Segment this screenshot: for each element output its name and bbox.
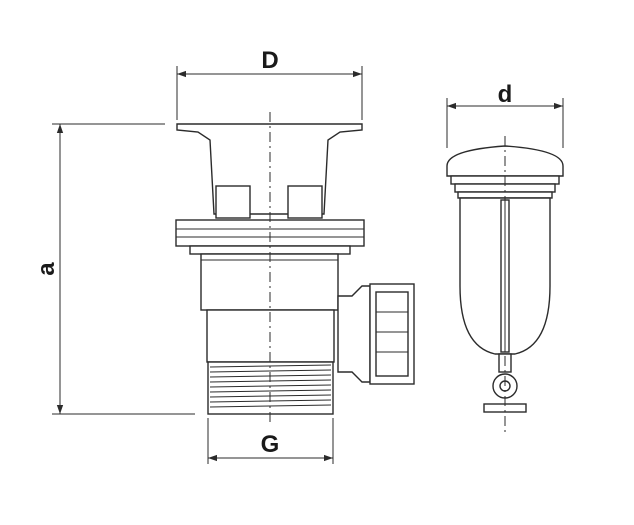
dimension-a: a (33, 123, 195, 415)
dimension-label-D: D (261, 47, 278, 74)
dimension-label-d: d (498, 81, 513, 108)
dimension-label-a: a (33, 262, 60, 276)
waste-assembly-side-view (175, 112, 415, 424)
dimension-G: G (207, 418, 334, 464)
dimension-label-G: G (261, 431, 280, 458)
dimension-d: d (446, 81, 564, 148)
dimension-D: D (176, 47, 363, 120)
stopper-plug-view (446, 136, 564, 432)
